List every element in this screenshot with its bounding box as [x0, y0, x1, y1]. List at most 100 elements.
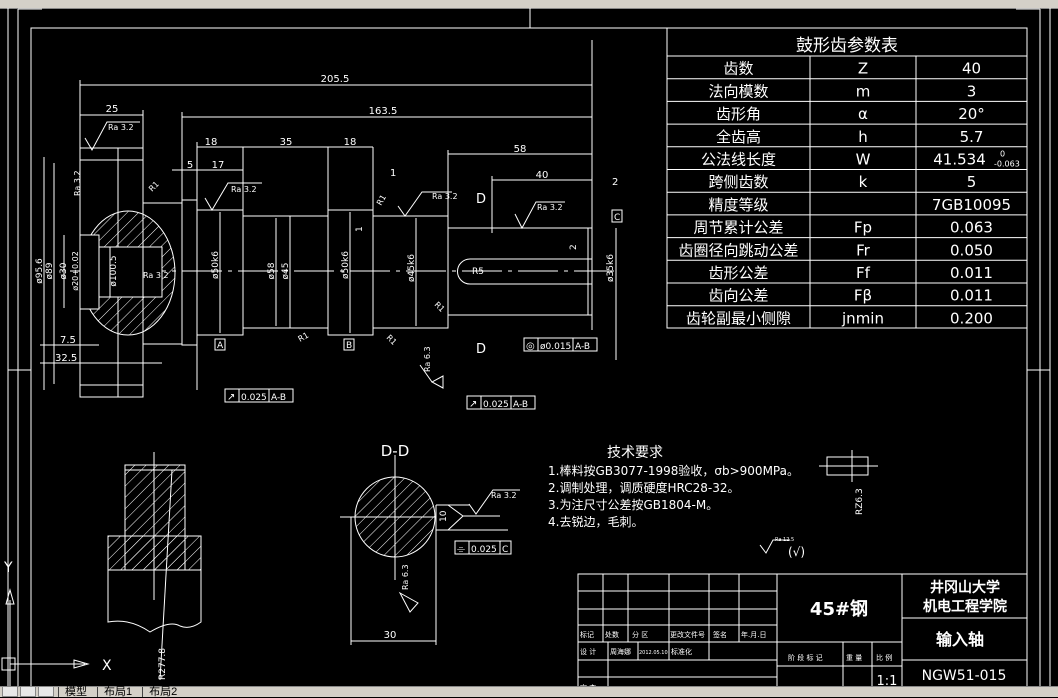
roughness-label: Ra 6.3 — [401, 564, 410, 590]
runout-icon: ↗ — [469, 399, 477, 410]
drawing-text: 年.月.日 — [741, 630, 766, 639]
drawing-text: 签名 — [713, 630, 727, 639]
roughness-label: Ra 6.3 — [423, 346, 432, 372]
dim-1: 1 — [390, 168, 396, 179]
param-name: 跨侧齿数 — [708, 173, 768, 191]
ucs-y-label: Y — [3, 560, 13, 576]
first-tab-button[interactable] — [2, 686, 18, 697]
param-symbol: Fr — [856, 241, 871, 259]
tolerance-upper: 0 — [1000, 150, 1005, 159]
dim-1-vertical: 1 — [355, 226, 365, 232]
drawing-number: NGW51-015 — [922, 668, 1007, 684]
datum-b: B — [346, 341, 352, 351]
drawing-text: C — [502, 545, 508, 555]
tech-req-item: 3.为注尺寸公差按GB1804-M。 — [548, 497, 718, 512]
dim-10: 10 — [439, 510, 449, 522]
toolbar-strip — [0, 0, 1058, 9]
roughness-label: Ra 3.2 — [73, 170, 82, 196]
dim-2-vertical: 2 — [569, 244, 579, 250]
dim-17: 17 — [212, 160, 225, 171]
material: 45#钢 — [810, 598, 868, 620]
param-symbol: Ff — [856, 264, 871, 282]
param-value: 0.050 — [950, 241, 993, 259]
param-value: 0.200 — [950, 309, 993, 327]
drawing-text: 设 计 — [580, 647, 596, 656]
dim-dia-58: ø58 — [267, 262, 277, 279]
param-value: 41.534 — [933, 151, 986, 169]
drawing-text: 周海娜 — [610, 647, 631, 656]
param-symbol: W — [856, 151, 871, 169]
part-name: 输入轴 — [936, 630, 984, 649]
dim-dia-45: ø45 — [281, 263, 291, 280]
concentricity-icon: ◎ — [526, 341, 535, 352]
ucs-x-label: X — [102, 658, 112, 674]
tab-layout1[interactable]: 布局1 — [97, 687, 138, 698]
param-symbol: m — [856, 82, 871, 100]
drawing-text: 阶 段 标 记 — [788, 653, 823, 662]
param-value: 0.011 — [950, 287, 993, 305]
dimension-labels: 205.5 25 163.5 18 35 18 5 17 58 40 2 1 7… — [35, 74, 618, 372]
datum-markers: A B C — [214, 209, 623, 351]
symmetry-icon: ⌯ — [457, 544, 465, 555]
ucs-icon: X Y — [1, 560, 112, 686]
drawing-text: A-B — [513, 400, 528, 410]
drawing-text: 标记 — [580, 630, 594, 639]
param-symbol: h — [858, 128, 868, 146]
drawing-text: ø0.015 — [540, 342, 571, 352]
dim-overall: 205.5 — [321, 74, 350, 85]
roughness-label: Ra 3.2 — [537, 203, 563, 212]
dim-40: 40 — [536, 170, 549, 181]
dim-dia-95-6: ø95.6 — [35, 258, 45, 284]
param-name: 齿向公差 — [708, 287, 768, 305]
prev-tab-button[interactable] — [20, 686, 36, 697]
roughness-label: Ra 3.2 — [491, 491, 517, 500]
dim-35: 35 — [280, 137, 293, 148]
section-cut-mark: D — [476, 342, 486, 357]
tech-req-item: 2.调制处理，调质硬度HRC28-32。 — [548, 480, 739, 495]
dim-18a: 18 — [205, 137, 218, 148]
tolerance-frame-1: ↗ 0.025 A-B — [224, 388, 294, 403]
drawing-text: 0.025 — [483, 400, 509, 410]
dim-163-5: 163.5 — [369, 106, 398, 117]
dim-58: 58 — [514, 144, 527, 155]
drawing-frame — [7, 8, 1051, 686]
radius-label: R1 — [433, 300, 447, 314]
radius-label: R5 — [472, 267, 484, 277]
param-name: 周节累计公差 — [693, 219, 783, 237]
datum-c: C — [614, 213, 620, 223]
tech-req-title: 技术要求 — [607, 445, 663, 461]
college-name: 机电工程学院 — [923, 598, 1007, 615]
tab-layout2[interactable]: 布局2 — [142, 687, 183, 698]
next-tab-button[interactable] — [38, 686, 54, 697]
table-title: 鼓形齿参数表 — [796, 36, 898, 56]
tolerance-frame-2: ↗ 0.025 A-B — [466, 395, 536, 410]
param-symbol: Fp — [854, 219, 872, 237]
drawing-text: A-B — [271, 393, 286, 403]
param-value: 5 — [967, 173, 977, 191]
param-value: 40 — [962, 60, 981, 78]
dim-dia-30: ø30 — [59, 262, 69, 279]
radius-label: R1 — [147, 180, 161, 194]
tab-model[interactable]: 模型 — [58, 687, 93, 698]
dim-5: 5 — [187, 160, 193, 171]
param-name: 公法线长度 — [701, 151, 776, 169]
param-name: 法向模数 — [708, 82, 768, 100]
tech-req-item: 1.棒料按GB3077-1998验收，σb>900MPa。 — [548, 463, 799, 478]
roughness-label: Ra 3.2 — [432, 192, 458, 201]
drawing-text: 标准化 — [671, 647, 692, 656]
section-cut-mark: D — [476, 192, 486, 207]
shaft-main-view — [40, 40, 620, 398]
param-symbol: jnmin — [841, 309, 884, 327]
dim-dia-20: ø20+0.02 — [71, 251, 80, 291]
param-symbol: Z — [858, 60, 868, 78]
roughness-label: Ra 3.2 — [231, 185, 257, 194]
roughness-other-icon: (√) — [788, 545, 805, 559]
param-value: 20° — [958, 105, 985, 123]
drawing-text: 比 例 — [876, 653, 892, 662]
dim-dia-45b: ø45k6 — [407, 254, 417, 282]
gear-tooth-detail-view: R277.8 — [107, 452, 202, 681]
drawing-text: 0.025 — [471, 545, 497, 555]
section-title: D-D — [381, 442, 410, 460]
